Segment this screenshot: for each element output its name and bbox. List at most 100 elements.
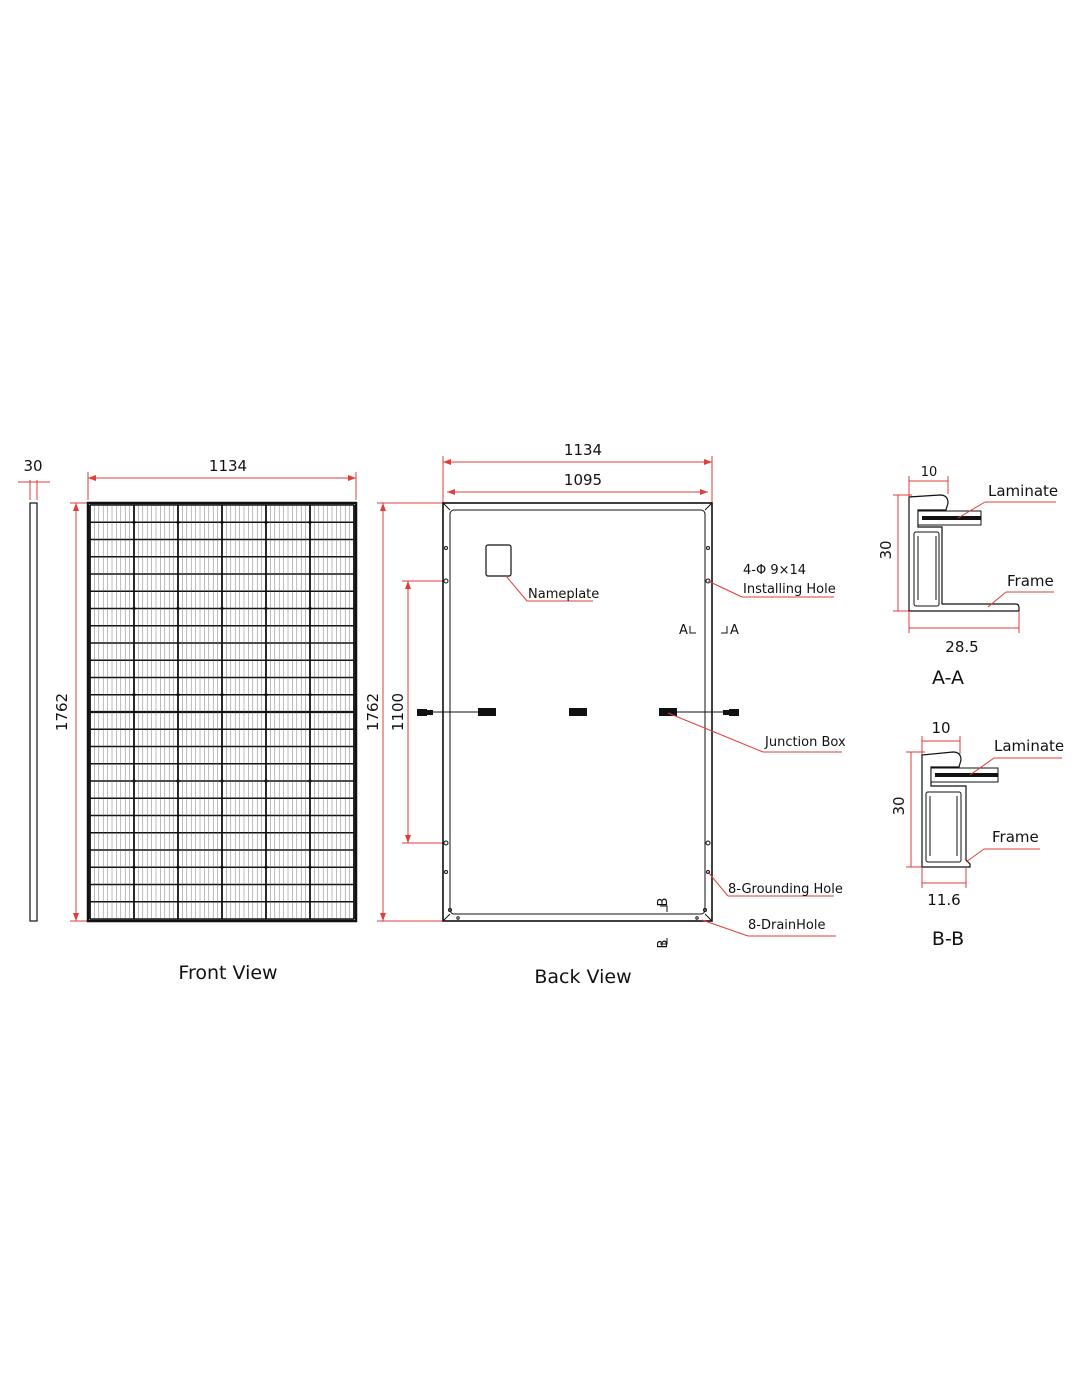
cell-joint bbox=[176, 779, 180, 783]
cell-joint bbox=[176, 865, 180, 869]
section-a-corner-right bbox=[721, 626, 728, 634]
front-cell-grid bbox=[89, 504, 355, 920]
installing-hole-tl bbox=[443, 578, 449, 584]
section-b-marker-top: B bbox=[656, 898, 671, 907]
back-outer-arrow-right bbox=[704, 459, 712, 465]
front-height-arrow-top bbox=[73, 503, 79, 511]
cell-joint bbox=[132, 865, 136, 869]
cell-joint bbox=[264, 779, 268, 783]
cell-joint bbox=[264, 865, 268, 869]
bb-laminate-leader bbox=[969, 757, 995, 776]
drain-hole bbox=[703, 908, 707, 912]
drain-hole bbox=[456, 916, 460, 920]
installing-hole-bl bbox=[443, 840, 449, 846]
aa-frame-chamber bbox=[913, 531, 940, 607]
cell-joint bbox=[308, 865, 312, 869]
cell-joint bbox=[132, 520, 136, 524]
installing-hole-label: Installing Hole bbox=[743, 582, 836, 597]
section-b-corner-bottom bbox=[660, 938, 668, 945]
back-inner-width-label: 1095 bbox=[564, 471, 602, 489]
back-height-arrow-top bbox=[380, 503, 386, 511]
bb-frame-label: Frame bbox=[992, 828, 1039, 846]
back-inner-arrow-right bbox=[700, 489, 708, 495]
grounding-hole-leader bbox=[707, 871, 729, 897]
nameplate-leader bbox=[505, 575, 528, 602]
grounding-hole bbox=[706, 870, 710, 874]
back-outer-arrow-left bbox=[443, 459, 451, 465]
front-width-arrow-left bbox=[88, 475, 96, 481]
cell-joint bbox=[220, 865, 224, 869]
cell-joint bbox=[176, 606, 180, 611]
back-height-label: 1762 bbox=[364, 693, 382, 731]
drain-hole bbox=[448, 908, 452, 912]
back-outer-width-label: 1134 bbox=[564, 441, 602, 459]
cell-joint bbox=[132, 693, 136, 697]
section-a-marker-right: A bbox=[730, 623, 739, 638]
hole-spacing-arrow-bottom bbox=[405, 835, 411, 843]
cell-joint bbox=[220, 693, 224, 697]
cell-joint bbox=[176, 520, 180, 524]
section-a-corner-left bbox=[689, 626, 696, 634]
junction-box-right bbox=[659, 708, 677, 716]
bb-height-label: 30 bbox=[890, 796, 908, 815]
back-corner-tr bbox=[704, 502, 713, 511]
cell-joint bbox=[308, 779, 312, 783]
cell-joint bbox=[264, 606, 268, 611]
front-view: 1134 1762 Front View bbox=[53, 457, 358, 984]
junction-box-left bbox=[478, 708, 496, 716]
aa-title: A-A bbox=[932, 667, 964, 689]
aa-height-label: 30 bbox=[877, 540, 895, 559]
bb-laminate-label: Laminate bbox=[994, 737, 1064, 755]
section-b-corner-top bbox=[660, 905, 668, 912]
front-width-arrow-right bbox=[348, 475, 356, 481]
cell-joint bbox=[132, 606, 136, 611]
bb-frame-profile bbox=[921, 751, 971, 868]
cell-joint bbox=[308, 693, 312, 697]
hole-spacing-arrow-top bbox=[405, 581, 411, 589]
drain-hole-label: 8-DrainHole bbox=[748, 918, 825, 933]
grounding-hole bbox=[706, 546, 710, 550]
back-height-arrow-bottom bbox=[380, 913, 386, 921]
installing-hole-br bbox=[705, 840, 711, 846]
junction-box-center bbox=[569, 708, 587, 716]
section-aa: 10 30 28.5 Laminate Frame A-A bbox=[877, 465, 1058, 689]
front-height-arrow-bottom bbox=[73, 913, 79, 921]
cell-joint bbox=[264, 693, 268, 697]
cell-joint bbox=[264, 520, 268, 524]
connector-right-tip bbox=[723, 710, 729, 715]
aa-laminate-leader bbox=[957, 501, 986, 519]
back-inner-arrow-left bbox=[447, 489, 455, 495]
aa-top-width-label: 10 bbox=[921, 465, 938, 480]
cell-joint bbox=[132, 779, 136, 783]
bb-frame-chamber bbox=[925, 791, 962, 863]
drain-hole bbox=[695, 916, 699, 920]
back-corner-br bbox=[704, 913, 713, 922]
connector-left-tip bbox=[427, 710, 433, 715]
junction-box-label: Junction Box bbox=[764, 735, 846, 750]
section-bb: 10 30 11.6 Laminate Frame B-B bbox=[890, 719, 1064, 950]
junction-box-leader bbox=[667, 712, 764, 753]
aa-laminate-label: Laminate bbox=[988, 482, 1058, 500]
cell-joint bbox=[308, 606, 312, 611]
nameplate-box bbox=[485, 544, 512, 577]
grounding-hole-label: 8-Grounding Hole bbox=[728, 882, 843, 897]
front-view-caption: Front View bbox=[178, 962, 277, 984]
front-height-label: 1762 bbox=[53, 693, 71, 731]
section-a-marker-left: A bbox=[679, 623, 688, 638]
section-b-marker-bottom: B bbox=[656, 940, 671, 949]
front-width-label: 1134 bbox=[209, 457, 247, 475]
aa-base-width-label: 28.5 bbox=[945, 638, 978, 656]
nameplate-label: Nameplate bbox=[528, 587, 599, 602]
side-profile bbox=[29, 502, 38, 922]
bb-laminate-cell bbox=[935, 773, 998, 777]
aa-laminate-cell bbox=[922, 516, 981, 520]
grounding-hole bbox=[444, 546, 448, 550]
back-view: 1134 1095 1762 1100 bbox=[364, 441, 846, 988]
aa-frame-leader bbox=[987, 591, 1007, 608]
junction-box-assembly bbox=[417, 708, 739, 716]
grounding-hole bbox=[444, 870, 448, 874]
installing-hole-spec: 4-Φ 9×14 bbox=[743, 563, 806, 578]
back-corner-tl bbox=[442, 502, 451, 511]
installing-hole-tr bbox=[705, 578, 711, 584]
